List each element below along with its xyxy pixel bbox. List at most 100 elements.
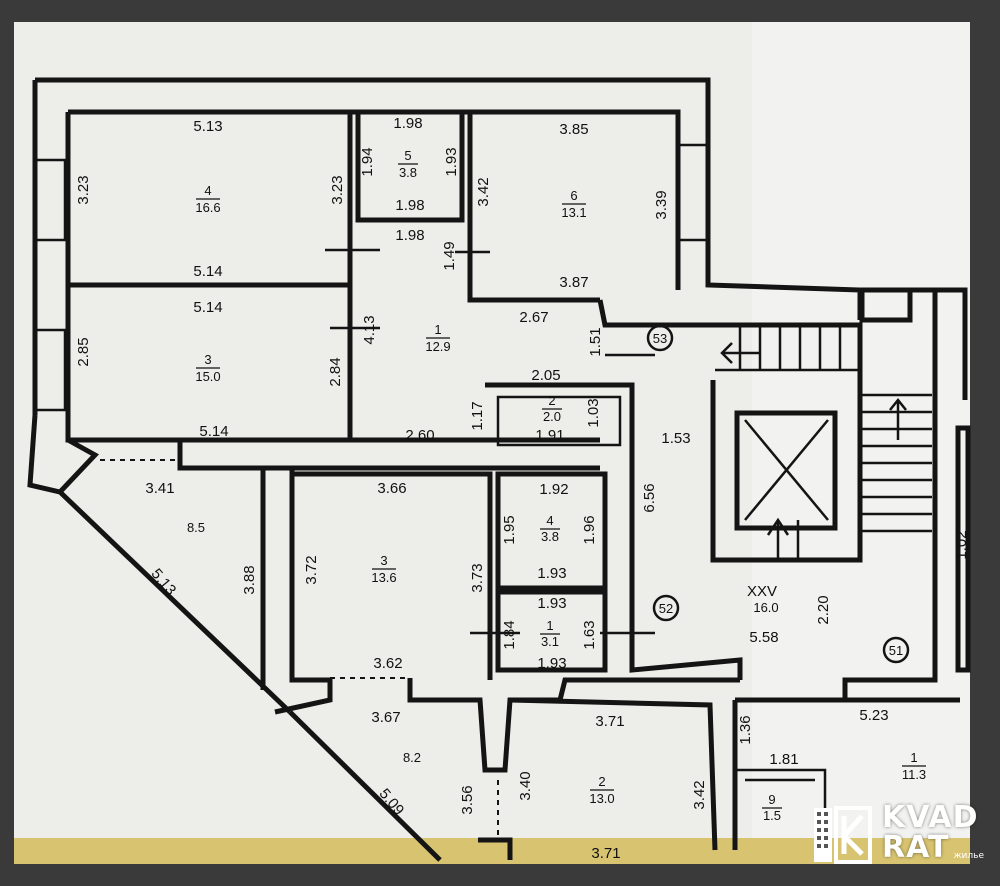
room-label-m1: 1 3.1 [540, 618, 560, 649]
svg-text:3.67: 3.67 [371, 709, 400, 726]
svg-text:3.8: 3.8 [399, 165, 417, 180]
room-label-r3: 3 15.0 [195, 352, 220, 384]
dims-stair-core: 1.53 6.56 2.20 5.58 5.23 XXV 16.0 1.02 [641, 430, 970, 724]
svg-text:5.14: 5.14 [199, 423, 228, 440]
svg-text:2.60: 2.60 [405, 427, 434, 444]
svg-text:2.67: 2.67 [519, 309, 548, 326]
room-label-m4: 4 3.8 [540, 513, 560, 544]
svg-text:16.6: 16.6 [195, 200, 220, 215]
room-label-r5: 5 3.8 [398, 148, 418, 180]
svg-text:5: 5 [404, 148, 411, 163]
svg-text:3.71: 3.71 [595, 713, 624, 730]
svg-text:13.0: 13.0 [589, 791, 614, 806]
svg-text:3: 3 [204, 352, 211, 367]
svg-text:2: 2 [598, 774, 605, 789]
building-logo-icon [813, 806, 872, 864]
svg-text:3.87: 3.87 [559, 274, 588, 291]
svg-text:3.85: 3.85 [559, 121, 588, 138]
svg-text:3.42: 3.42 [475, 177, 492, 206]
svg-text:3.39: 3.39 [653, 190, 670, 219]
svg-text:1.02: 1.02 [953, 530, 970, 559]
svg-text:3.42: 3.42 [691, 780, 708, 809]
svg-text:3.66: 3.66 [377, 480, 406, 497]
svg-text:3.88: 3.88 [241, 565, 258, 594]
svg-text:6: 6 [570, 188, 577, 203]
svg-text:1.98: 1.98 [393, 115, 422, 132]
svg-text:8.5: 8.5 [187, 520, 205, 535]
svg-text:3.62: 3.62 [373, 655, 402, 672]
svg-text:1.93: 1.93 [537, 595, 566, 612]
room-label-b9: 9 1.5 [762, 792, 782, 823]
svg-text:1.96: 1.96 [581, 515, 598, 544]
svg-text:3: 3 [380, 553, 387, 568]
svg-text:12.9: 12.9 [425, 339, 450, 354]
svg-text:1.53: 1.53 [661, 430, 690, 447]
svg-text:1.95: 1.95 [501, 515, 518, 544]
room-label-b1: 1 11.3 [902, 750, 926, 782]
watermark: KVAD RAT жилье [812, 802, 984, 864]
svg-text:3.23: 3.23 [75, 175, 92, 204]
svg-text:3.72: 3.72 [303, 555, 320, 584]
svg-text:1.94: 1.94 [359, 147, 376, 176]
svg-text:1.93: 1.93 [537, 655, 566, 672]
svg-text:3.40: 3.40 [517, 771, 534, 800]
room-label-r4: 4 16.6 [195, 183, 220, 215]
svg-text:2: 2 [548, 393, 555, 408]
svg-text:13.6: 13.6 [371, 570, 396, 585]
svg-text:4.13: 4.13 [361, 315, 378, 344]
svg-text:1.93: 1.93 [537, 565, 566, 582]
svg-text:1.98: 1.98 [395, 227, 424, 244]
svg-text:2.0: 2.0 [543, 409, 561, 424]
stair-mark-52: 52 [659, 601, 673, 616]
room-label-r2: 2 2.0 [542, 393, 562, 424]
svg-text:1.51: 1.51 [587, 327, 604, 356]
stair-mark-53: 53 [653, 331, 667, 346]
svg-text:1.03: 1.03 [585, 398, 602, 427]
room-label-b8: 8.2 [403, 750, 421, 765]
room-label-m8: 8.5 [187, 520, 205, 535]
svg-text:4: 4 [204, 183, 211, 198]
room-label-r1: 1 12.9 [425, 322, 450, 354]
svg-text:5.14: 5.14 [193, 299, 222, 316]
svg-text:2.05: 2.05 [531, 367, 560, 384]
svg-text:2.85: 2.85 [75, 337, 92, 366]
svg-text:2.20: 2.20 [815, 595, 832, 624]
svg-text:3.41: 3.41 [145, 480, 174, 497]
svg-text:1: 1 [910, 750, 917, 765]
svg-text:1: 1 [434, 322, 441, 337]
svg-text:1: 1 [546, 618, 553, 633]
svg-text:5.13: 5.13 [193, 118, 222, 135]
dims-middle-apartment: 3.41 3.66 1.92 5.13 3.88 3.72 1.95 1.96 … [145, 480, 598, 672]
svg-text:15.0: 15.0 [195, 369, 220, 384]
svg-text:XXV: XXV [747, 583, 777, 600]
watermark-line2: RAT [881, 830, 950, 865]
svg-text:3.23: 3.23 [329, 175, 346, 204]
svg-text:1.98: 1.98 [395, 197, 424, 214]
svg-text:13.1: 13.1 [561, 205, 586, 220]
svg-text:1.49: 1.49 [441, 241, 458, 270]
svg-text:1.36: 1.36 [737, 715, 754, 744]
svg-text:1.91: 1.91 [535, 427, 564, 444]
svg-text:5.14: 5.14 [193, 263, 222, 280]
room-label-m3: 3 13.6 [371, 553, 396, 585]
svg-text:1.92: 1.92 [539, 481, 568, 498]
room-label-b2: 2 13.0 [589, 774, 614, 806]
svg-text:1.5: 1.5 [763, 808, 781, 823]
svg-text:9: 9 [768, 792, 775, 807]
svg-text:6.56: 6.56 [641, 483, 658, 512]
watermark-small: жилье [953, 851, 984, 861]
svg-text:1.81: 1.81 [769, 751, 798, 768]
room-label-r6: 6 13.1 [561, 188, 586, 220]
stair-mark-51: 51 [889, 643, 903, 658]
svg-text:1.93: 1.93 [443, 147, 460, 176]
svg-text:8.2: 8.2 [403, 750, 421, 765]
svg-text:3.56: 3.56 [459, 785, 476, 814]
svg-text:2.84: 2.84 [327, 357, 344, 386]
svg-text:16.0: 16.0 [753, 600, 778, 615]
svg-text:1.17: 1.17 [469, 401, 486, 430]
svg-text:1.84: 1.84 [501, 620, 518, 649]
svg-text:11.3: 11.3 [902, 767, 926, 782]
dims-top-apartment: 5.13 1.98 3.85 3.23 1.94 1.93 3.23 3.42 … [75, 115, 670, 444]
svg-text:5.58: 5.58 [749, 629, 778, 646]
